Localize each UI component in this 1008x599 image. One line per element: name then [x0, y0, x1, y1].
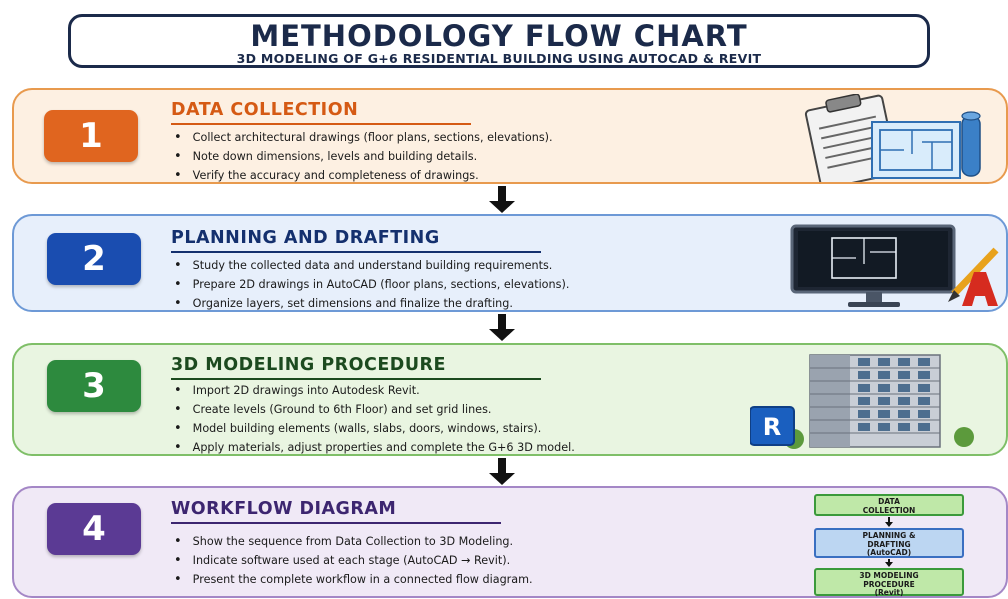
bullet-item: Show the sequence from Data Collection t… [174, 532, 533, 551]
step-planning-drafting: 2 PLANNING AND DRAFTING Study the collec… [12, 214, 1008, 312]
bullet-item: Present the complete workflow in a conne… [174, 570, 533, 589]
mini-box-planning-drafting: PLANNING & DRAFTING (AutoCAD) [814, 528, 964, 558]
bullet-item: Model building elements (walls, slabs, d… [174, 419, 575, 438]
residential-building-icon: R [750, 354, 974, 449]
down-arrow-icon [489, 314, 515, 342]
bullet-item: Import 2D drawings into Autodesk Revit. [174, 381, 575, 400]
step-number-badge: 2 [47, 233, 141, 285]
mini-box-line: PROCEDURE [863, 579, 915, 589]
mini-box-line: COLLECTION [862, 505, 916, 515]
revit-logo-letter: R [763, 413, 781, 441]
mini-box-data-collection: DATA COLLECTION [814, 494, 964, 516]
bullet-item: Apply materials, adjust properties and c… [174, 438, 575, 457]
step-heading: WORKFLOW DIAGRAM [171, 499, 501, 524]
mini-box-line: 3D MODELING [859, 571, 919, 580]
step-bullet-list: Collect architectural drawings (floor pl… [174, 128, 553, 185]
step-bullet-list: Import 2D drawings into Autodesk Revit. … [174, 381, 575, 457]
mini-box-line: PLANNING & [862, 531, 916, 540]
step-bullet-list: Study the collected data and understand … [174, 256, 570, 313]
mini-box-line: (AutoCAD) [866, 548, 912, 557]
bullet-item: Organize layers, set dimensions and fina… [174, 294, 569, 313]
step-heading: 3D MODELING PROCEDURE [171, 355, 541, 380]
autocad-monitor-icon [790, 224, 999, 307]
step-3d-modeling: 3 3D MODELING PROCEDURE Import 2D drawin… [12, 343, 1008, 456]
step-workflow-diagram: 4 WORKFLOW DIAGRAM Show the sequence fro… [12, 486, 1008, 598]
bullet-item: Note down dimensions, levels and buildin… [174, 147, 553, 166]
mini-box-line: DATA [878, 497, 900, 506]
bullet-item: Prepare 2D drawings in AutoCAD (floor pl… [174, 275, 570, 294]
bullet-item: Create levels (Ground to 6th Floor) and … [174, 400, 575, 419]
down-arrow-icon [489, 186, 515, 214]
step-data-collection: 1 DATA COLLECTION Collect architectural … [12, 88, 1008, 184]
bullet-item: Study the collected data and understand … [174, 256, 569, 275]
step-number-badge: 1 [44, 110, 138, 162]
mini-box-3d-modeling: 3D MODELING PROCEDURE (Revit) [814, 568, 964, 597]
bullet-item: Verify the accuracy and completeness of … [174, 166, 553, 185]
title-banner: METHODOLOGY FLOW CHART 3D MODELING OF G+… [68, 14, 930, 68]
mini-box-line: (Revit) [874, 588, 904, 597]
step-heading: DATA COLLECTION [171, 100, 471, 125]
mini-box-line: DRAFTING [867, 539, 911, 549]
down-arrow-icon [489, 458, 515, 486]
bullet-item: Indicate software used at each stage (Au… [174, 551, 533, 570]
step-bullet-list: Show the sequence from Data Collection t… [174, 532, 533, 589]
step-heading: PLANNING AND DRAFTING [171, 228, 541, 253]
bullet-item: Collect architectural drawings (floor pl… [174, 128, 553, 147]
step-number-badge: 3 [47, 360, 141, 412]
page-title: METHODOLOGY FLOW CHART [250, 19, 748, 53]
page-subtitle: 3D MODELING OF G+6 RESIDENTIAL BUILDING … [236, 51, 762, 66]
clipboard-blueprint-icon [804, 94, 981, 182]
mini-workflow-diagram: DATA COLLECTION PLANNING & DRAFTING (Aut… [802, 492, 972, 597]
step-number-badge: 4 [47, 503, 141, 555]
